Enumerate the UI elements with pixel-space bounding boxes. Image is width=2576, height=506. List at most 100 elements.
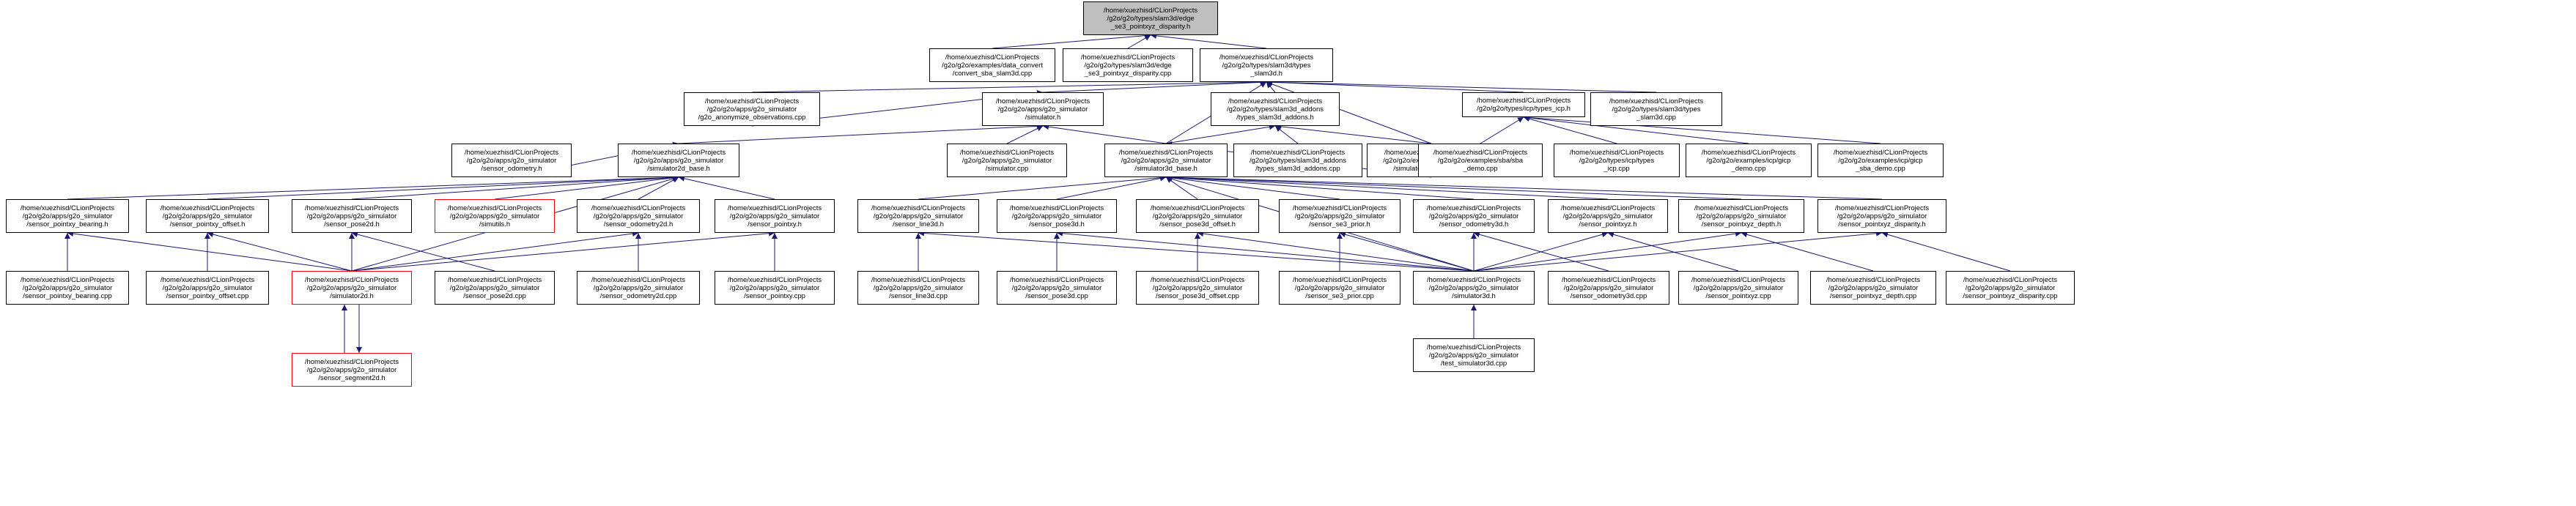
node-pointxy-cpp[interactable]: /home/xuezhisd/CLionProjects/g2o/g2o/app… <box>715 271 835 305</box>
node-sensor-odometry-h[interactable]: /home/xuezhisd/CLionProjects/g2o/g2o/app… <box>451 144 572 177</box>
node-simulator2d-h[interactable]: /home/xuezhisd/CLionProjects/g2o/g2o/app… <box>292 271 412 305</box>
node-pointxyz-disparity-cpp[interactable]: /home/xuezhisd/CLionProjects/g2o/g2o/app… <box>1946 271 2075 305</box>
node-label-line: /g2o/g2o/apps/g2o_simulator <box>1294 283 1385 292</box>
node-label-line: /g2o/g2o/apps/g2o_simulator <box>1152 212 1243 220</box>
node-pose3d-h[interactable]: /home/xuezhisd/CLionProjects/g2o/g2o/app… <box>997 199 1117 233</box>
node-label-line: /sensor_line3d.h <box>893 220 944 228</box>
node-label-line: /sensor_pose3d.h <box>1029 220 1085 228</box>
node-sim2d-base[interactable]: /home/xuezhisd/CLionProjects/g2o/g2o/app… <box>618 144 739 177</box>
node-label-line: /g2o/g2o/apps/g2o_simulator <box>1428 212 1519 220</box>
node-label-line: /home/xuezhisd/CLionProjects <box>304 357 399 366</box>
node-label-line: /sensor_odometry3d.h <box>1439 220 1509 228</box>
edge-simulator3d_h-to-pointxyz_h <box>1473 231 1609 272</box>
node-label-line: /home/xuezhisd/CLionProjects <box>1569 148 1664 157</box>
node-odometry3d-cpp[interactable]: /home/xuezhisd/CLionProjects/g2o/g2o/app… <box>1548 271 1669 305</box>
node-pointxyz-h[interactable]: /home/xuezhisd/CLionProjects/g2o/g2o/app… <box>1548 199 1668 233</box>
node-data-convert[interactable]: /home/xuezhisd/CLionProjects/g2o/g2o/exa… <box>929 48 1055 82</box>
node-label-line: /g2o/g2o/apps/g2o_simulator <box>466 156 557 165</box>
node-pose2d-cpp[interactable]: /home/xuezhisd/CLionProjects/g2o/g2o/app… <box>435 271 555 305</box>
node-gicp-sba-demo[interactable]: /home/xuezhisd/CLionProjects/g2o/g2o/exa… <box>1817 144 1944 177</box>
edge-icp_cpp-to-icp_h <box>1523 116 1617 144</box>
node-sba-demo[interactable]: /home/xuezhisd/CLionProjects/g2o/g2o/exa… <box>1418 144 1543 177</box>
node-icp-h[interactable]: /home/xuezhisd/CLionProjects/g2o/g2o/typ… <box>1462 92 1585 117</box>
node-sim3d-base[interactable]: /home/xuezhisd/CLionProjects/g2o/g2o/app… <box>1104 144 1228 177</box>
node-label-line: /home/xuezhisd/CLionProjects <box>20 204 115 212</box>
node-label-line: /g2o/g2o/apps/g2o_simulator <box>593 212 684 220</box>
node-simulator-h[interactable]: /home/xuezhisd/CLionProjects/g2o/g2o/app… <box>982 92 1104 126</box>
node-pointxy-offset-cpp[interactable]: /home/xuezhisd/CLionProjects/g2o/g2o/app… <box>146 271 269 305</box>
node-pose2d-h[interactable]: /home/xuezhisd/CLionProjects/g2o/g2o/app… <box>292 199 412 233</box>
node-odometry2d-h[interactable]: /home/xuezhisd/CLionProjects/g2o/g2o/app… <box>577 199 700 233</box>
node-pointxy-bearing-cpp[interactable]: /home/xuezhisd/CLionProjects/g2o/g2o/app… <box>6 271 129 305</box>
node-label-line: /types_slam3d_addons.cpp <box>1255 164 1340 173</box>
node-label-line: /g2o/g2o/apps/g2o_simulator <box>1121 156 1211 165</box>
node-test-sim3d[interactable]: /home/xuezhisd/CLionProjects/g2o/g2o/app… <box>1413 338 1535 372</box>
node-edge-cpp[interactable]: /home/xuezhisd/CLionProjects/g2o/g2o/typ… <box>1063 48 1193 82</box>
node-pose3d-offset-cpp[interactable]: /home/xuezhisd/CLionProjects/g2o/g2o/app… <box>1136 271 1259 305</box>
edge-sim3d_base-to-addons_h <box>1165 124 1276 144</box>
node-label-line: /g2o/g2o/apps/g2o_simulator <box>962 156 1052 165</box>
node-odometry3d-h[interactable]: /home/xuezhisd/CLionProjects/g2o/g2o/app… <box>1413 199 1535 233</box>
edge-pose2d_cpp-to-pose2d_h <box>351 231 495 272</box>
node-icp-cpp[interactable]: /home/xuezhisd/CLionProjects/g2o/g2o/typ… <box>1554 144 1680 177</box>
node-line3d-cpp[interactable]: /home/xuezhisd/CLionProjects/g2o/g2o/app… <box>857 271 979 305</box>
edge-pose2d_h-to-sim2d_base <box>351 174 679 200</box>
node-pointxyz-depth-cpp[interactable]: /home/xuezhisd/CLionProjects/g2o/g2o/app… <box>1810 271 1936 305</box>
edge-simulator3d_h-to-se3_prior_h <box>1339 231 1475 272</box>
node-label-line: /g2o_anonymize_observations.cpp <box>698 113 806 122</box>
edge-pointxy_offset_h-to-sim2d_base <box>207 174 679 200</box>
edge-simulator2d_h-to-pointxy_bearing_h <box>67 231 353 272</box>
edge-simutils_h-to-sim2d_base <box>494 174 679 200</box>
node-label-line: /g2o/g2o/apps/g2o_simulator <box>1562 212 1653 220</box>
node-pose3d-cpp[interactable]: /home/xuezhisd/CLionProjects/g2o/g2o/app… <box>997 271 1117 305</box>
node-line3d-h[interactable]: /home/xuezhisd/CLionProjects/g2o/g2o/app… <box>857 199 979 233</box>
node-label-line: /simulator.cpp <box>985 164 1029 173</box>
node-pointxyz-cpp[interactable]: /home/xuezhisd/CLionProjects/g2o/g2o/app… <box>1678 271 1798 305</box>
edge-pointxyz_cpp-to-pointxyz_h <box>1607 231 1739 272</box>
node-simulator3d-h[interactable]: /home/xuezhisd/CLionProjects/g2o/g2o/app… <box>1413 271 1535 305</box>
node-label-line: /g2o/g2o/apps/g2o_simulator <box>162 212 253 220</box>
node-odometry2d-cpp[interactable]: /home/xuezhisd/CLionProjects/g2o/g2o/app… <box>577 271 700 305</box>
edge-edge_cpp-to-root <box>1127 34 1151 49</box>
node-simutils-h[interactable]: /home/xuezhisd/CLionProjects/g2o/g2o/app… <box>435 199 555 233</box>
node-label-line: /g2o/g2o/apps/g2o_simulator <box>706 105 797 114</box>
node-label-line: /sensor_pointxy_offset.cpp <box>166 291 249 300</box>
node-label-line: /home/xuezhisd/CLionProjects <box>1426 343 1521 351</box>
node-label-line: /sensor_pose3d_offset.cpp <box>1156 291 1239 300</box>
node-anonymize[interactable]: /home/xuezhisd/CLionProjects/g2o/g2o/app… <box>684 92 820 126</box>
node-types-slam3d[interactable]: /home/xuezhisd/CLionProjects/g2o/g2o/typ… <box>1200 48 1333 82</box>
node-pointxy-h[interactable]: /home/xuezhisd/CLionProjects/g2o/g2o/app… <box>715 199 835 233</box>
node-label-line: /simulator2d_base.h <box>647 164 710 173</box>
node-types-slam3d-cpp[interactable]: /home/xuezhisd/CLionProjects/g2o/g2o/typ… <box>1590 92 1722 126</box>
edge-icp_h-to-types_slam3d <box>1266 79 1524 93</box>
node-label-line: /g2o/g2o/apps/g2o_simulator <box>1428 351 1519 360</box>
node-gicp-demo[interactable]: /home/xuezhisd/CLionProjects/g2o/g2o/exa… <box>1686 144 1812 177</box>
node-addons-cpp[interactable]: /home/xuezhisd/CLionProjects/g2o/g2o/typ… <box>1233 144 1362 177</box>
node-addons-h[interactable]: /home/xuezhisd/CLionProjects/g2o/g2o/typ… <box>1211 92 1340 126</box>
node-simulator-cpp[interactable]: /home/xuezhisd/CLionProjects/g2o/g2o/app… <box>947 144 1067 177</box>
node-label-line: /g2o/g2o/apps/g2o_simulator <box>1696 212 1787 220</box>
node-label-line: /home/xuezhisd/CLionProjects <box>591 275 686 284</box>
edge-sba_demo-to-icp_h <box>1480 116 1524 144</box>
edge-pose3d_h-to-sim3d_base <box>1056 175 1167 200</box>
node-se3-prior-h[interactable]: /home/xuezhisd/CLionProjects/g2o/g2o/app… <box>1279 199 1400 233</box>
node-pointxyz-disparity-h[interactable]: /home/xuezhisd/CLionProjects/g2o/g2o/app… <box>1817 199 1946 233</box>
node-segment2d-h[interactable]: /home/xuezhisd/CLionProjects/g2o/g2o/app… <box>292 353 412 387</box>
edge-pointxyz_depth_h-to-sim3d_base <box>1165 174 1742 200</box>
node-label-line: /home/xuezhisd/CLionProjects <box>1701 148 1796 157</box>
node-label-line: /g2o/g2o/types/slam3d/edge <box>1107 14 1195 23</box>
node-label-line: /home/xuezhisd/CLionProjects <box>1691 275 1786 284</box>
node-se3-prior-cpp[interactable]: /home/xuezhisd/CLionProjects/g2o/g2o/app… <box>1279 271 1400 305</box>
node-label-line: _sba_demo.cpp <box>1856 164 1905 173</box>
node-pointxy-bearing-h[interactable]: /home/xuezhisd/CLionProjects/g2o/g2o/app… <box>6 199 129 233</box>
node-label-line: /sensor_pointxyz.h <box>1579 220 1637 228</box>
node-pointxy-offset-h[interactable]: /home/xuezhisd/CLionProjects/g2o/g2o/app… <box>146 199 269 233</box>
node-label-line: /g2o/g2o/apps/g2o_simulator <box>449 212 540 220</box>
node-label-line: /home/xuezhisd/CLionProjects <box>1426 204 1521 212</box>
node-pose3d-offset-h[interactable]: /home/xuezhisd/CLionProjects/g2o/g2o/app… <box>1136 199 1259 233</box>
node-label-line: /g2o/g2o/apps/g2o_simulator <box>593 283 684 292</box>
node-pointxyz-depth-h[interactable]: /home/xuezhisd/CLionProjects/g2o/g2o/app… <box>1678 199 1804 233</box>
node-label-line: /home/xuezhisd/CLionProjects <box>1833 148 1928 157</box>
node-label-line: /home/xuezhisd/CLionProjects <box>1009 275 1104 284</box>
node-label-line: /g2o/g2o/examples/icp/gicp <box>1838 156 1923 165</box>
